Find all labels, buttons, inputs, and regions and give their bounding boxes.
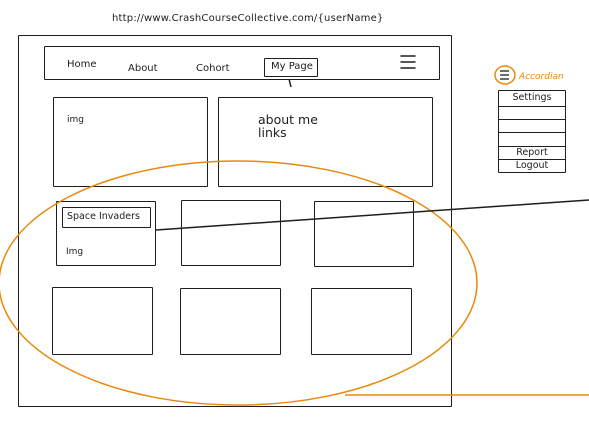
hamburger-icon[interactable] [400,55,416,69]
accordion-divider [498,119,566,120]
accordion-item-logout[interactable]: Logout [515,160,549,171]
project-card[interactable] [181,200,281,266]
accordion-divider [498,132,566,133]
nav-bar [44,46,440,80]
nav-cohort-link[interactable]: Cohort [196,63,230,74]
accordion-divider [498,159,566,160]
project-card[interactable] [56,201,156,266]
page-url: http://www.CrashCourseCollective.com/{us… [112,13,384,24]
browser-frame [18,35,452,407]
project-title: Space Invaders [67,211,140,222]
accordion-annotation: Accordian [519,72,564,82]
project-card[interactable] [314,201,414,267]
project-card[interactable] [311,288,412,355]
project-card[interactable] [52,287,153,355]
accordion-menu [498,90,566,173]
accordion-divider [498,146,566,147]
accordion-divider [498,106,566,107]
profile-image-box [53,97,208,187]
project-image-label: Img [66,247,84,257]
about-me-box [218,97,433,187]
accordion-item-report[interactable]: Report [516,147,548,158]
project-card[interactable] [180,288,281,355]
projects-highlight-ellipse [0,160,478,406]
about-me-text: about me [258,112,318,127]
accordion-item-settings[interactable]: Settings [512,92,552,103]
nav-home-link[interactable]: Home [67,59,97,70]
accordion-hamburger-icon[interactable] [494,65,516,85]
my-page-indicator [288,78,292,88]
connector-line [155,199,589,231]
nav-about-link[interactable]: About [128,63,158,74]
project-title-box [62,207,151,228]
links-text: links [258,125,287,140]
profile-image-label: img [67,115,84,125]
nav-my-page-label: My Page [271,61,313,72]
nav-my-page-button[interactable] [264,58,318,77]
